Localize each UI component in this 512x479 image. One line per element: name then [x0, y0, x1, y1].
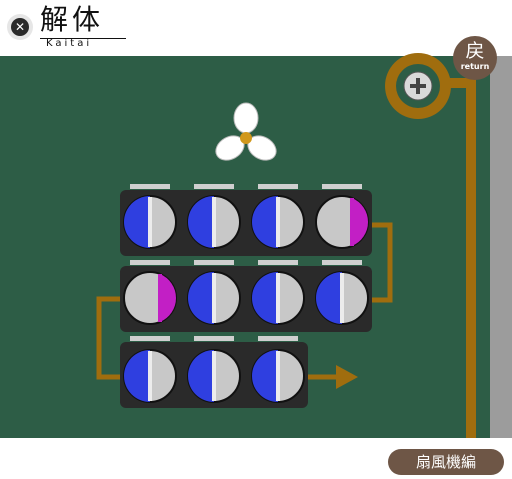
header-bar — [0, 0, 512, 56]
battery-row-1 — [120, 190, 372, 256]
return-label: return — [460, 62, 490, 71]
direction-arrow — [336, 365, 358, 389]
page-title: 解体 — [40, 3, 105, 36]
battery-cell[interactable] — [251, 260, 305, 325]
fan-icon — [215, 102, 277, 161]
side-rail — [490, 56, 512, 438]
battery-cell[interactable] — [123, 260, 177, 325]
battery-cell[interactable] — [315, 184, 369, 249]
battery-cell[interactable] — [251, 336, 305, 403]
battery-cell[interactable] — [315, 260, 369, 325]
battery-cell[interactable] — [251, 184, 305, 249]
title-underline — [40, 38, 126, 39]
battery-cell[interactable] — [123, 336, 177, 403]
battery-row-2 — [120, 266, 372, 332]
close-button[interactable]: ✕ — [7, 14, 33, 40]
page-subtitle: Kaitai — [46, 38, 93, 49]
category-button[interactable]: 扇風機編 — [388, 449, 504, 475]
battery-cell[interactable] — [187, 260, 241, 325]
copper-traces — [418, 66, 476, 438]
battery-cell[interactable] — [187, 184, 241, 249]
screw-terminal[interactable] — [385, 53, 451, 119]
battery-cell[interactable] — [123, 184, 177, 249]
battery-cell[interactable] — [187, 336, 241, 403]
snake-trace — [96, 222, 393, 380]
close-icon: ✕ — [11, 18, 29, 36]
return-kanji: 戻 — [465, 40, 485, 62]
return-button[interactable]: 戻 return — [453, 36, 497, 80]
